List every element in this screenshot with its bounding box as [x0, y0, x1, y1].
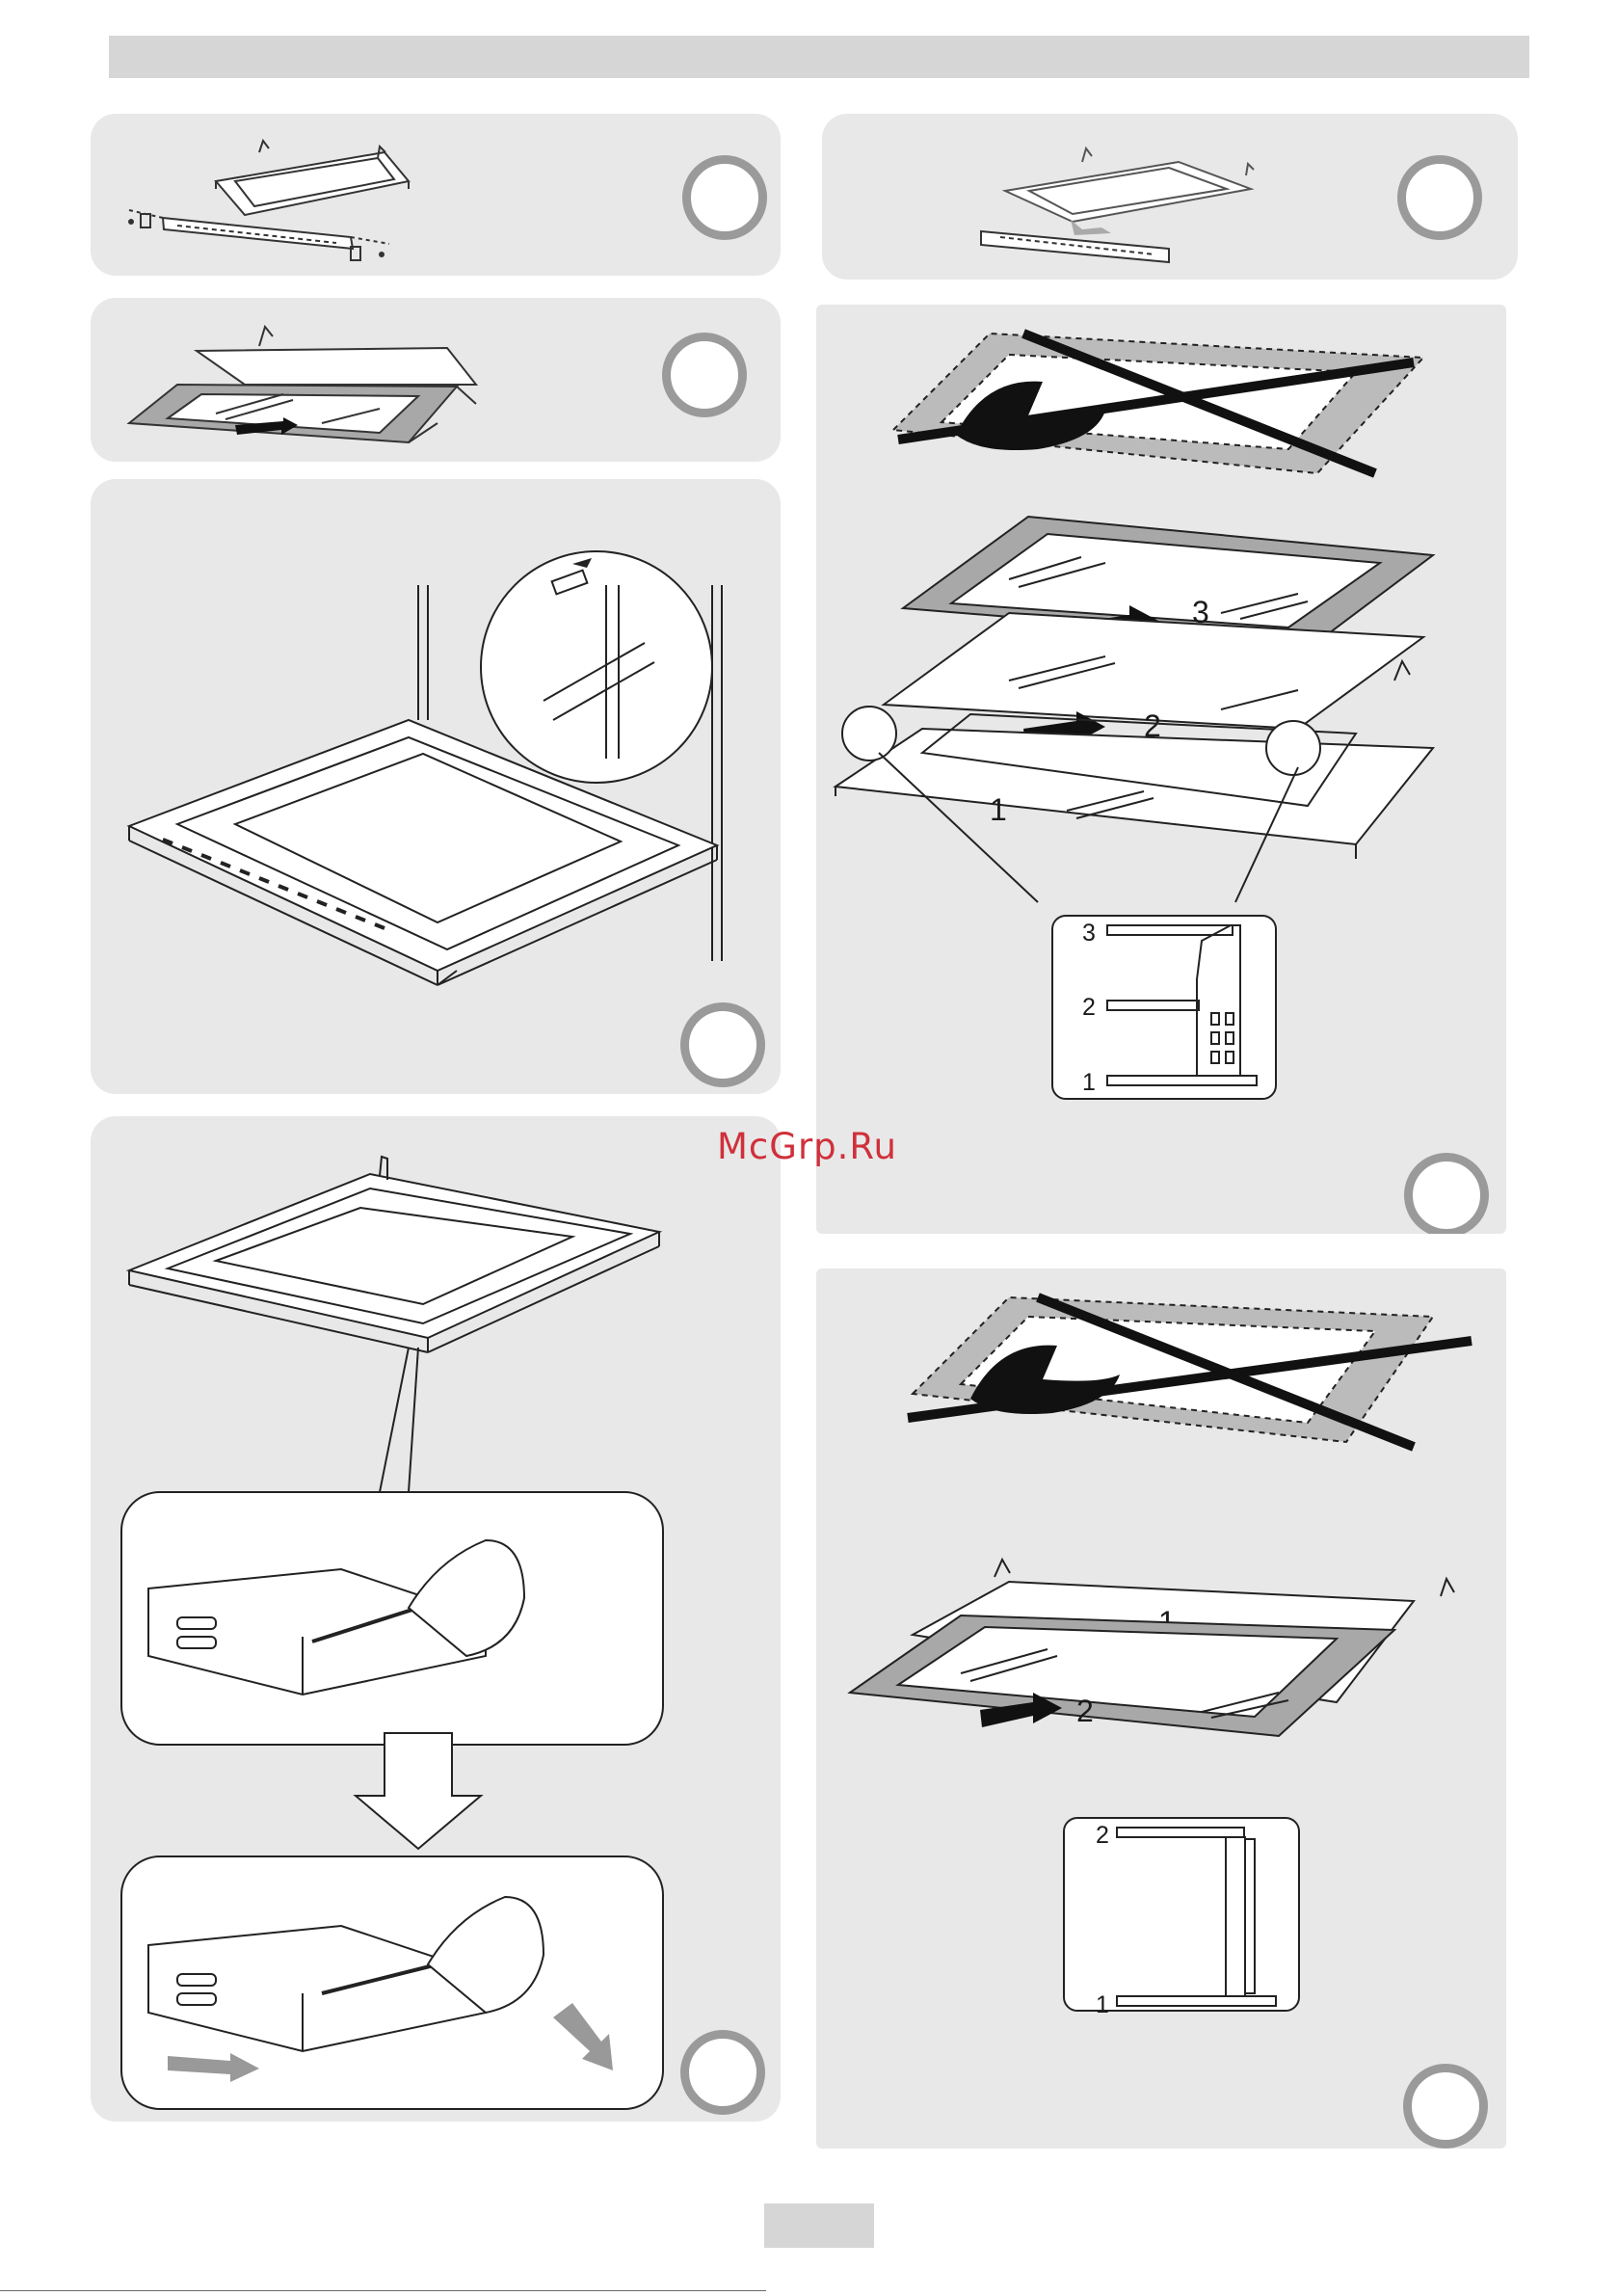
step-marker-ring — [662, 333, 747, 417]
glass-layer-label-2: 2 — [1076, 1694, 1094, 1728]
door-frame-vent-illustration — [91, 114, 781, 276]
footer-divider — [0, 2290, 766, 2291]
page-number-box — [764, 2203, 874, 2248]
screwdriver-release-illustration — [91, 1116, 781, 2122]
detail-label-3: 3 — [1082, 920, 1096, 947]
step-panel-screwdriver-release — [91, 1116, 781, 2122]
step-marker-ring — [682, 155, 767, 240]
glass-layer-label-1: 1 — [990, 792, 1007, 827]
step-panel-glass-stack-two: 1 2 2 1 — [816, 1268, 1506, 2149]
glass-stack-two-illustration: 1 2 2 1 — [816, 1268, 1506, 2149]
step-marker-ring — [1404, 1153, 1489, 1234]
step-panel-remove-glass — [91, 298, 781, 462]
detail-label-1: 1 — [1082, 1069, 1096, 1096]
step-panel-door-hinge-detail — [91, 479, 781, 1094]
glass-stack-three-illustration: 3 2 1 3 — [816, 305, 1506, 1234]
step-panel-remove-vent-strip — [91, 114, 781, 276]
detail-label-2: 2 — [1082, 994, 1096, 1021]
step-panel-glass-stack-three: 3 2 1 3 — [816, 305, 1506, 1234]
step-panel-vent-strip-slide — [822, 114, 1518, 280]
step-marker-ring — [1403, 2064, 1488, 2149]
step-marker-ring — [680, 2030, 765, 2115]
step-marker-ring — [680, 1002, 765, 1087]
header-bar — [109, 36, 1529, 78]
watermark-text: McGrp.Ru — [717, 1126, 897, 1167]
detail-label-2: 2 — [1096, 1822, 1109, 1849]
oven-door-hinge-illustration — [91, 479, 781, 1094]
step-marker-ring — [1397, 155, 1482, 240]
detail-label-1: 1 — [1096, 1991, 1109, 2018]
